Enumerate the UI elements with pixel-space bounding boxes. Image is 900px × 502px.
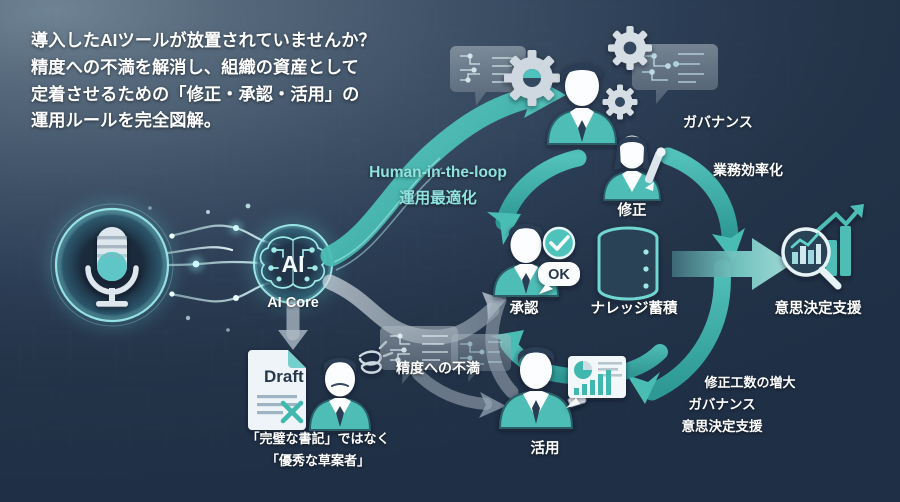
efficiency-label: 業務効率化 [713, 162, 783, 178]
decision-support-icon [781, 204, 864, 290]
database-icon [597, 226, 659, 301]
pen-icon [644, 147, 666, 191]
arrow-left-into-utilize-gray [412, 368, 506, 418]
node-label-decision-support: 意思決定支援 [774, 301, 862, 317]
person-icon-frustrated [309, 340, 394, 431]
node-label-utilization: 活用 [530, 441, 560, 457]
person-icon-governance [546, 63, 618, 145]
ok-bubble: OK [538, 262, 580, 294]
gear-icon-large [504, 50, 560, 106]
outcome-label-1: 修正工数の増大 [704, 375, 796, 390]
dissatisfaction-label: 精度への不満 [396, 360, 480, 376]
ai-brain-icon [259, 236, 327, 289]
outcome-label-3: 意思決定支援 [681, 419, 763, 434]
draft-caption-line-2: 「優秀な草案者」 [265, 453, 371, 468]
speech-bubble-dissatisfaction-small [451, 334, 511, 382]
hitl-label-ja: 運用最適化 [399, 190, 477, 207]
outcome-label-2: ガバナンス [688, 397, 756, 412]
node-label-knowledge: ナレッジ蓄積 [590, 301, 678, 317]
headline-line-4: 運用ルールを完全図解。 [31, 110, 222, 131]
draft-caption-line-1: 「完璧な書記」ではなく [246, 431, 390, 446]
draft-document-icon [248, 350, 306, 430]
headline: 導入したAIツールが放置されていませんか？ 精度への不満を解消し、組織の資産とし… [31, 27, 451, 134]
node-label-approval: 承認 [509, 301, 539, 317]
headline-line-1: 導入したAIツールが放置されていませんか？ [31, 30, 376, 50]
cycle-arc-correction-to-right [659, 147, 745, 262]
microphone-icon [85, 227, 139, 307]
cycle-arc-right-to-utilize [627, 259, 731, 404]
ai-core-label: AI Core [267, 295, 319, 311]
ai-core-badge-text: AI [282, 251, 305, 277]
gear-icon-small [602, 84, 638, 120]
governance-label-top: ガバナンス [683, 114, 753, 130]
headline-line-3: 定着させるための「修正・承認・活用」の [31, 83, 360, 104]
speech-bubble-circuit-right [632, 44, 718, 104]
hitl-label-en: Human-in-the-loop [369, 164, 507, 181]
ok-bubble-text: OK [548, 267, 570, 283]
arrow-to-decision-support [672, 238, 792, 290]
gear-icon-medium [608, 26, 652, 70]
check-badge-icon [542, 226, 576, 260]
person-icon-utilization [498, 347, 587, 429]
arrow-to-draft-gray [278, 299, 308, 350]
person-icon-correction [603, 135, 666, 201]
dashboard-card-icon [566, 356, 626, 408]
speech-bubble-dissatisfaction-main [380, 326, 458, 384]
draft-document-label: Draft [264, 367, 304, 386]
headline-line-2: 精度への不満を解消し、組織の資産として [31, 56, 359, 77]
cycle-arc-correction-to-approval [487, 149, 587, 245]
node-label-correction: 修正 [617, 203, 647, 219]
